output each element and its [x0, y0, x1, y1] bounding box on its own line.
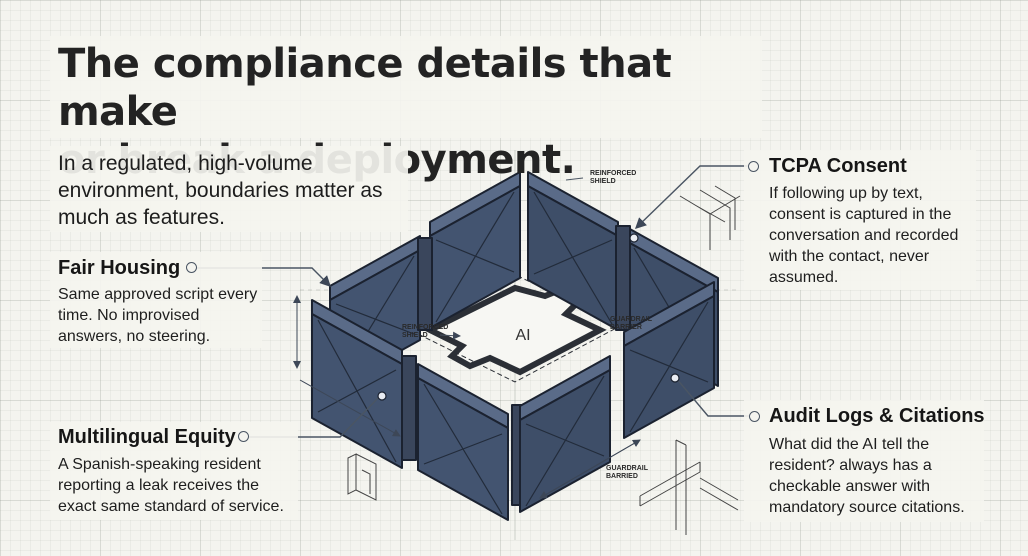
tcpa-panel — [744, 150, 976, 290]
detail-sketch-top-right — [679, 185, 741, 250]
fair-housing-body: Same approved script every time. No impr… — [58, 286, 258, 345]
wall-back-right-1 — [527, 171, 619, 331]
multilingual-panel — [50, 422, 298, 520]
wall-front-right-2 — [623, 281, 715, 439]
center-label: AI — [515, 327, 530, 344]
label-shield-inner-2: SHIELD — [402, 332, 428, 339]
tcpa-dot-icon — [748, 161, 759, 172]
detail-sketch-bottom-right — [639, 439, 739, 535]
title-panel — [50, 36, 762, 138]
label-guardrail-inner-2: BARRIER — [610, 324, 642, 331]
page-subtitle: In a regulated, high-volume environment,… — [58, 152, 383, 229]
audit-panel — [744, 400, 984, 522]
fair-housing-panel — [50, 252, 262, 348]
wall-front-left-2 — [417, 363, 509, 521]
multilingual-body: A Spanish-speaking resident reporting a … — [58, 456, 284, 515]
audit-dot-icon — [749, 411, 760, 422]
label-shield-top-2: SHIELD — [590, 178, 616, 185]
audit-title: Audit Logs & Citations — [769, 405, 985, 427]
detail-sketch-left — [347, 453, 377, 501]
page-title-line-1: The compliance details that make — [58, 41, 672, 135]
multilingual-dot-icon — [238, 431, 249, 442]
label-guardrail-bottom-1: GUARDRAIL — [606, 465, 649, 472]
tcpa-body: If following up by text, consent is capt… — [769, 185, 959, 286]
multilingual-title: Multilingual Equity — [58, 426, 236, 448]
truss-posts — [401, 225, 631, 506]
wall-front-right-1 — [519, 355, 611, 513]
label-shield-top-1: REINFORCED — [590, 170, 636, 177]
tcpa-title: TCPA Consent — [769, 155, 907, 177]
subtitle-panel — [50, 146, 408, 232]
wall-front-left-1 — [311, 299, 403, 469]
wall-back-left-2 — [429, 171, 521, 329]
wall-dots — [377, 233, 680, 401]
label-shield-inner-1: REINFORCED — [402, 324, 448, 331]
fair-housing-title: Fair Housing — [58, 257, 181, 279]
label-guardrail-bottom-2: BARRIED — [606, 473, 638, 480]
label-guardrail-inner-1: GUARDRAIL — [610, 316, 653, 323]
audit-body: What did the AI tell the resident? alway… — [769, 436, 965, 516]
dimension-lines — [293, 295, 641, 499]
fair-housing-dot-icon — [186, 262, 197, 273]
barrier-walls — [311, 171, 719, 521]
